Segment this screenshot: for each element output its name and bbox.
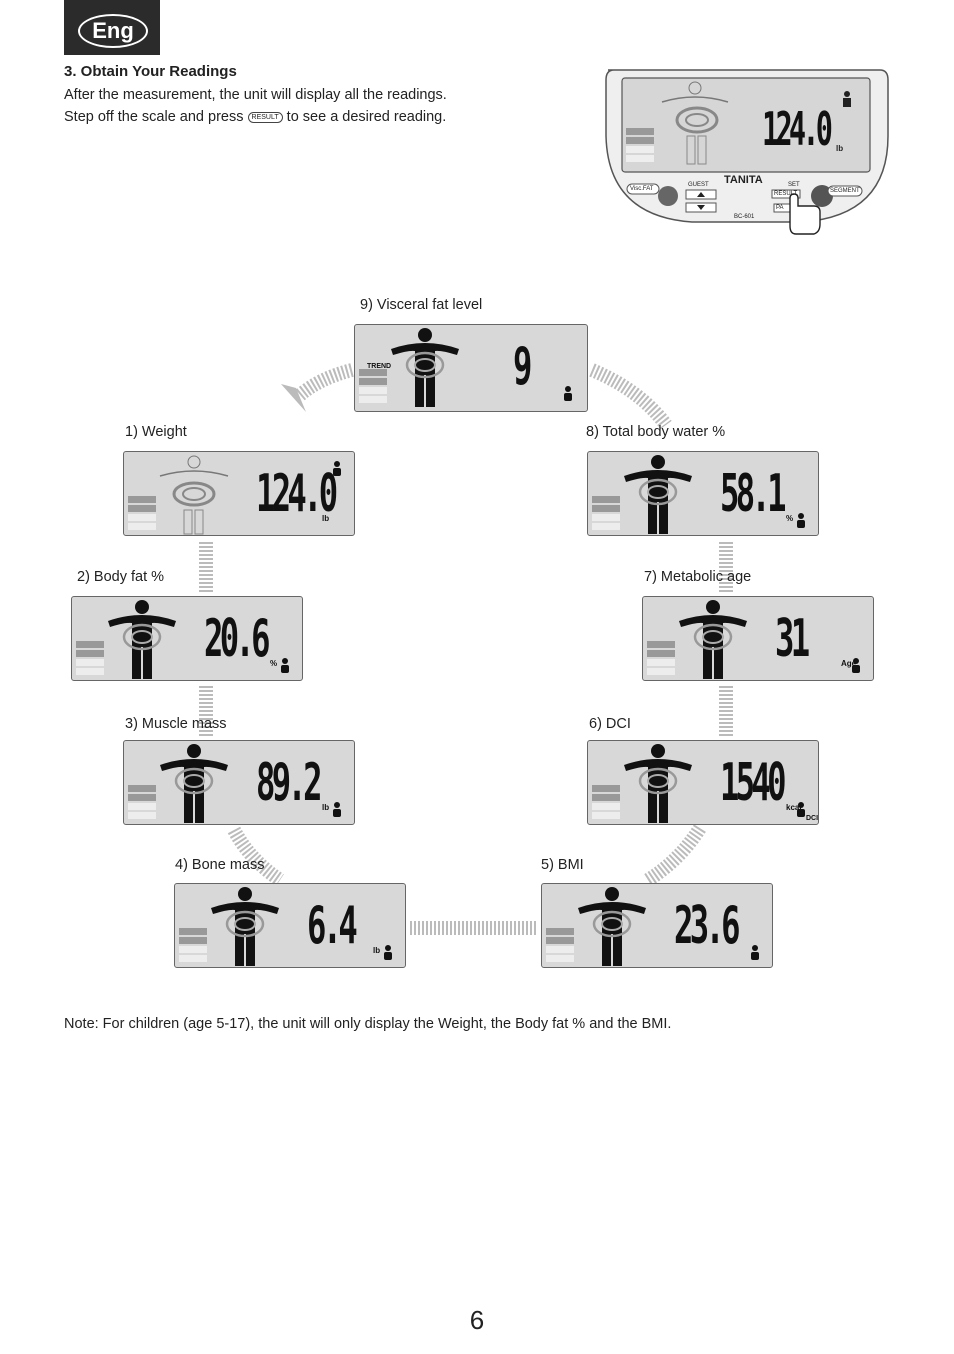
- reading-value: 6.4: [307, 896, 358, 956]
- reading-display-panel: 58.1%: [587, 451, 819, 536]
- reading-label: 5) BMI: [541, 857, 584, 873]
- person-icon: [797, 513, 805, 528]
- reading-label: 1) Weight: [125, 424, 187, 440]
- reading-value: 1540: [720, 753, 786, 813]
- intro-line-1: After the measurement, the unit will dis…: [64, 87, 447, 103]
- device-model: BC-601: [734, 214, 755, 220]
- level-bars-icon: [179, 928, 207, 964]
- reading-label: 9) Visceral fat level: [360, 297, 483, 313]
- level-bars-icon: [592, 785, 620, 821]
- reading-display-panel: 23.6: [541, 883, 773, 968]
- level-bars-icon: [592, 496, 620, 532]
- reading-extra-label: TREND: [367, 363, 392, 370]
- reading-unit: lb: [322, 803, 330, 812]
- person-icon: [384, 945, 392, 960]
- person-icon: [852, 658, 860, 673]
- level-bars-icon: [128, 496, 156, 532]
- reading-unit: kcal: [786, 803, 802, 812]
- level-bars-icon: [128, 785, 156, 821]
- reading-value: 31: [775, 609, 810, 669]
- visc-fat-key: Visc.FAT: [630, 186, 654, 192]
- level-bars-icon: [359, 369, 387, 405]
- reading-unit: %: [786, 514, 794, 523]
- body-figure-icon: [108, 600, 176, 679]
- reading-value: 124.0: [256, 464, 338, 524]
- body-outline-icon: [159, 455, 229, 535]
- device-display-unit: lb: [836, 144, 844, 153]
- body-figure-icon: [679, 600, 747, 679]
- reading-unit: lb: [322, 514, 330, 523]
- reading-display-panel: 6.4 lb: [174, 883, 406, 968]
- body-figure-icon: [624, 455, 692, 534]
- reading-label: 8) Total body water %: [586, 424, 726, 440]
- reading-extra-label: DCI: [806, 815, 819, 822]
- section-heading: 3. Obtain Your Readings: [64, 63, 237, 80]
- device-display-value: 124.0: [762, 102, 833, 156]
- person-icon: [333, 461, 341, 476]
- reading-value: 58.1: [720, 464, 786, 524]
- guest-key-label: GUEST: [688, 182, 709, 188]
- person-icon: [281, 658, 289, 673]
- intro-line-2-prefix: Step off the scale and press: [64, 109, 244, 125]
- reading-unit: Age: [841, 659, 857, 668]
- language-label: Eng: [78, 14, 148, 48]
- pa-key-label: PA: [776, 205, 784, 211]
- body-figure-icon: [578, 887, 646, 966]
- intro-text: After the measurement, the unit will dis…: [64, 84, 447, 128]
- reading-label: 7) Metabolic age: [644, 569, 752, 585]
- reading-label: 3) Muscle mass: [125, 716, 227, 732]
- page-number: 6: [469, 1305, 485, 1335]
- person-icon: [564, 386, 572, 401]
- reading-display-panel: 9 TREND: [354, 324, 588, 412]
- intro-line-2: Step off the scale and press RESULT to s…: [64, 106, 447, 128]
- reading-unit: lb: [373, 946, 381, 955]
- reading-value: 20.6: [204, 609, 270, 669]
- set-key-label: SET: [788, 182, 800, 188]
- result-key-label: RESULT: [774, 191, 798, 197]
- reading-label: 6) DCI: [589, 716, 631, 732]
- level-bars-icon: [76, 641, 104, 677]
- result-key-icon: RESULT: [247, 111, 283, 123]
- reading-value: 89.2: [256, 753, 322, 813]
- language-tab: Eng: [64, 0, 160, 55]
- reading-display-panel: 20.6%: [71, 596, 303, 681]
- person-icon: [797, 802, 805, 817]
- person-icon: [333, 802, 341, 817]
- reading-label: 4) Bone mass: [175, 857, 265, 873]
- scale-device-illustration: 124.0 lb TANITA BC-601 Visc.FAT GUEST SE…: [602, 66, 892, 261]
- body-figure-icon: [391, 328, 459, 407]
- children-note: Note: For children (age 5-17), the unit …: [64, 1016, 672, 1032]
- reading-value: 23.6: [674, 896, 740, 956]
- reading-unit: %: [270, 659, 278, 668]
- body-figure-icon: [211, 887, 279, 966]
- reading-value: 9: [513, 337, 532, 397]
- body-figure-icon: [624, 744, 692, 823]
- segment-key-label: SEGMENT: [830, 188, 860, 194]
- level-bars-icon: [647, 641, 675, 677]
- intro-line-2-suffix: to see a desired reading.: [286, 109, 447, 125]
- person-icon: [751, 945, 759, 960]
- reading-label: 2) Body fat %: [77, 569, 165, 585]
- level-bars-icon: [546, 928, 574, 964]
- body-figure-icon: [160, 744, 228, 823]
- device-brand: TANITA: [724, 174, 763, 186]
